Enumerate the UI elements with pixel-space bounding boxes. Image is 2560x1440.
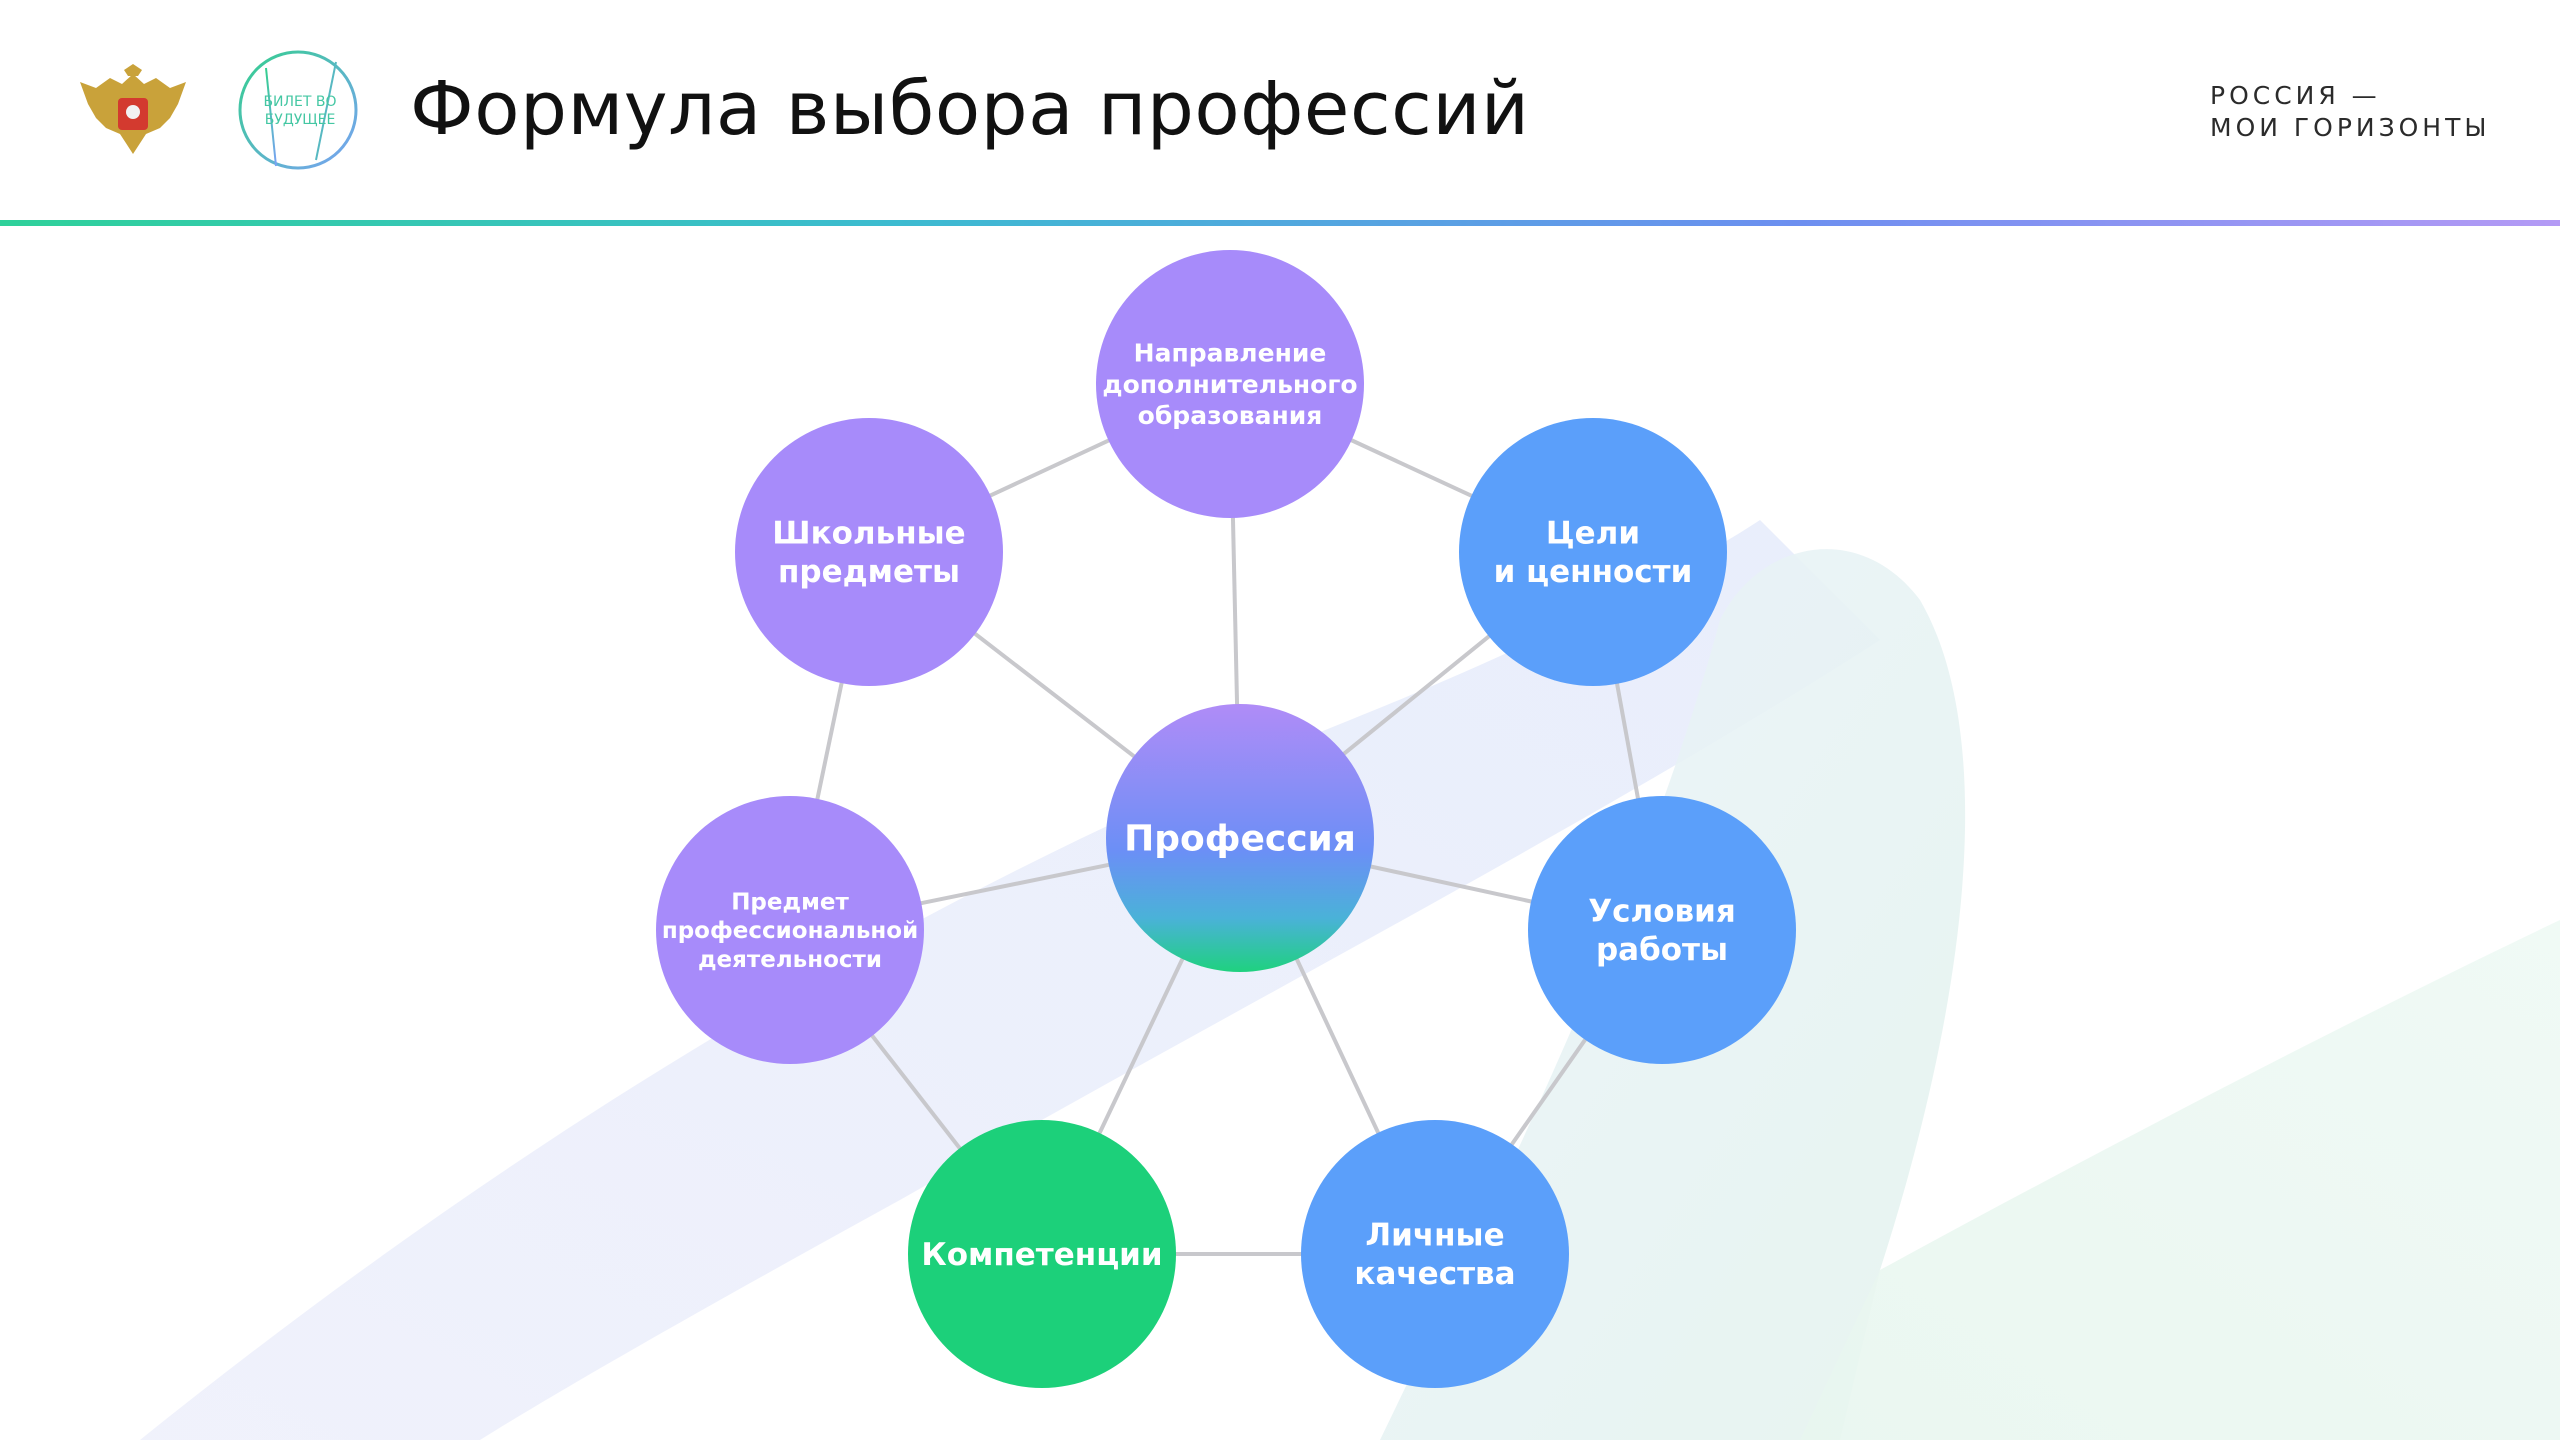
page-title: Формула выбора профессий (410, 66, 1530, 152)
node-predmet: Предмет профессиональной деятельности (656, 796, 924, 1064)
bg-swoosh-green (1800, 920, 2560, 1440)
node-circle-lichnye (1301, 1120, 1569, 1388)
brand-line-2: МОИ ГОРИЗОНТЫ (2210, 113, 2491, 142)
node-label-kompetentsii-0: Компетенции (921, 1237, 1162, 1273)
node-label-napravlenie-2: образования (1138, 401, 1323, 430)
ticket-logo-line-1: БИЛЕТ ВО (263, 94, 336, 110)
node-label-napravlenie-1: дополнительного (1102, 370, 1357, 399)
coat-of-arms-emblem (80, 64, 186, 154)
node-label-lichnye-1: качества (1354, 1256, 1515, 1292)
node-circle-center (1106, 704, 1374, 972)
node-label-lichnye-0: Личные (1365, 1217, 1504, 1253)
node-circle-shkolnye (735, 418, 1003, 686)
node-circle-kompetentsii (908, 1120, 1176, 1388)
node-label-tseli-1: и ценности (1494, 554, 1693, 590)
node-circle-napravlenie (1096, 250, 1364, 518)
brand-line-1: РОССИЯ — (2210, 81, 2381, 110)
node-label-predmet-2: деятельности (698, 947, 882, 973)
node-label-shkolnye-1: предметы (778, 554, 960, 590)
node-center: Профессия (1106, 704, 1374, 972)
header-divider (0, 220, 2560, 226)
node-kompetentsii: Компетенции (908, 1120, 1176, 1388)
node-circle-predmet (656, 796, 924, 1064)
ticket-logo-line-2: БУДУЩЕЕ (265, 112, 336, 128)
node-label-predmet-1: профессиональной (662, 918, 918, 944)
node-label-tseli-0: Цели (1546, 515, 1640, 551)
node-label-usloviya-1: работы (1596, 932, 1728, 968)
node-label-napravlenie-0: Направление (1134, 339, 1327, 368)
bilet-vo-budushchee-logo: БИЛЕТ ВО БУДУЩЕЕ (238, 50, 358, 170)
node-label-center-0: Профессия (1124, 819, 1356, 860)
node-label-predmet-0: Предмет (731, 889, 849, 915)
node-label-shkolnye-0: Школьные (772, 515, 965, 551)
header-bar: БИЛЕТ ВО БУДУЩЕЕ Формула выбора професси… (0, 0, 2560, 222)
brand-logo: РОССИЯ — МОИ ГОРИЗОНТЫ (2210, 80, 2530, 144)
node-label-usloviya-0: Условия (1588, 893, 1736, 929)
node-circle-tseli (1459, 418, 1727, 686)
bg-swoosh-left (140, 520, 1880, 1440)
node-circle-usloviya (1528, 796, 1796, 1064)
diagram-nodes: НаправлениедополнительногообразованияЦел… (656, 250, 1796, 1388)
